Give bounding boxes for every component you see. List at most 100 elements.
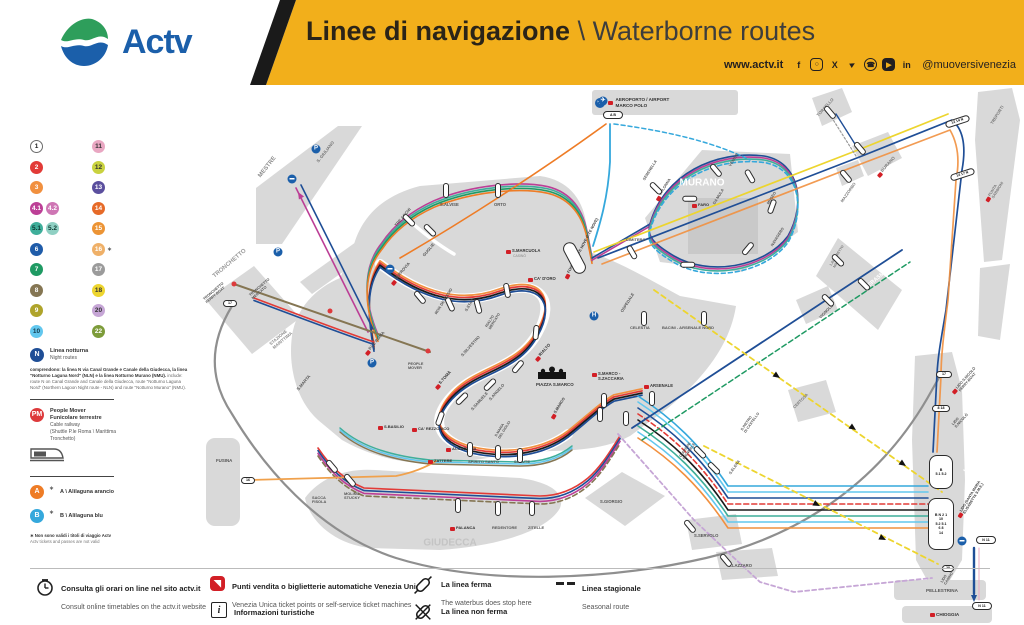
social-handle: @muoversivenezia bbox=[922, 58, 1016, 71]
timetables-legend-item: Consulta gli orari on line nel sito actv… bbox=[36, 578, 206, 614]
timetables-en: Consult online timetables on the actv.it… bbox=[61, 604, 207, 611]
seasonal-legend-item: Linea stagionale Seasonal route bbox=[556, 578, 641, 614]
line-badge-16: 16 bbox=[92, 242, 105, 256]
line-badge-13: 13 bbox=[92, 181, 105, 194]
line-badge-8: 8 bbox=[30, 283, 43, 297]
legend-line-row: 10 bbox=[30, 324, 62, 338]
stop-en: The waterbus does stop here bbox=[441, 600, 532, 607]
legend-line-row: 3 bbox=[30, 181, 62, 194]
line-badge-5.1: 5.1 bbox=[30, 222, 43, 235]
venezia-unica-icon: ◥ bbox=[210, 576, 225, 591]
social-bar: www.actv.it f ○ X ▸ ☎ ▶ in @muoversivenezia bbox=[724, 58, 1016, 71]
bottom-divider bbox=[30, 568, 990, 569]
legend-line-row: 20 bbox=[92, 304, 112, 317]
night-title-en: Night routes bbox=[50, 354, 77, 361]
line-badge-9: 9 bbox=[30, 304, 43, 317]
title-english: \ Waterborne routes bbox=[570, 16, 816, 46]
tickets-legend-item: ◥ Punti vendita o biglietterie automatic… bbox=[210, 576, 424, 612]
waterbus-no-stop-icon bbox=[415, 604, 431, 620]
legend-line-row: 11 bbox=[92, 140, 112, 153]
pm-sub-en: Cable railway bbox=[50, 421, 81, 428]
tickets-it: Punti vendita o biglietterie automatiche… bbox=[232, 582, 425, 591]
whatsapp-icon[interactable]: ☎ bbox=[864, 58, 878, 71]
alilaguna-a-label: A \ Alilaguna arancio bbox=[60, 489, 115, 496]
legend-line-row: 22 bbox=[92, 324, 112, 338]
line-badge-10: 10 bbox=[30, 324, 43, 338]
seasonal-dash-icon bbox=[556, 582, 575, 585]
line-badge-5.2: 5.2 bbox=[46, 222, 59, 235]
pm-title: People Mover bbox=[50, 407, 86, 414]
line-badge-12: 12 bbox=[92, 160, 105, 174]
asterisk: ∗ bbox=[49, 510, 55, 517]
legend-line-row: 8 bbox=[30, 283, 62, 297]
line-badge-7: 7 bbox=[30, 263, 43, 276]
venezia-unica-icon bbox=[608, 100, 613, 105]
line-badge-2: 2 bbox=[30, 160, 43, 174]
pm-sub-it: Funicolare terrestre bbox=[50, 414, 102, 421]
line-badge-18: 18 bbox=[92, 283, 105, 297]
seasonal-arrows bbox=[298, 192, 977, 602]
airport-label-line1: AEROPORTO / AIRPORT bbox=[615, 96, 670, 102]
info-it: Informazioni turistiche bbox=[234, 608, 315, 617]
bottom-legend: Consulta gli orari on line nel sito actv… bbox=[0, 568, 1024, 625]
route-lines bbox=[213, 113, 980, 601]
tickets-en: Venezia Unica ticket points or self-serv… bbox=[232, 602, 412, 609]
people-mover-legend: PM People Mover Funicolare terrestre Cab… bbox=[30, 407, 195, 444]
line-badge-6: 6 bbox=[30, 242, 43, 256]
stop-it: La linea ferma bbox=[441, 580, 492, 589]
line-badge-20: 20 bbox=[92, 304, 105, 317]
legend-line-row: 13 bbox=[92, 181, 112, 194]
info-icon: i bbox=[211, 602, 227, 618]
legend-footnote: ∗ Non sono validi i titoli di viaggio Ac… bbox=[30, 533, 195, 545]
legend-line-row: 2 bbox=[30, 160, 62, 174]
actv-logo-icon bbox=[59, 17, 109, 67]
linkedin-icon[interactable]: in bbox=[902, 59, 911, 70]
night-body-it: comprendono: la linea N via Canal Grande… bbox=[30, 366, 188, 378]
header: Actv Linee di navigazione \ Waterborne r… bbox=[0, 0, 1024, 85]
legend-line-row: 6 bbox=[30, 242, 62, 256]
nostop-it: La linea non ferma bbox=[441, 607, 508, 616]
facebook-icon[interactable]: f bbox=[797, 59, 801, 70]
page-title: Linee di navigazione \ Waterborne routes bbox=[306, 16, 815, 47]
pm-note: (Shuttle P.le Roma \ Marittima Tronchett… bbox=[50, 428, 117, 443]
legend-line-row: 14 bbox=[92, 201, 112, 215]
legend-line-row: 18 bbox=[92, 283, 112, 297]
youtube-icon[interactable]: ▶ bbox=[882, 58, 896, 71]
line-badge-4.2: 4.2 bbox=[46, 201, 59, 215]
actv-logo: Actv bbox=[58, 16, 193, 68]
alilaguna-b-legend: B ∗ B \ Alilaguna blu bbox=[30, 509, 195, 524]
footnote-en: Actv tickets and passes are not valid bbox=[30, 539, 100, 545]
legend-divider bbox=[30, 476, 114, 478]
landmasses bbox=[206, 88, 1020, 623]
header-yellow-band bbox=[266, 0, 1024, 85]
night-lines-legend: N Linea notturna Night routes bbox=[30, 347, 195, 362]
footnote-it: ∗ Non sono validi i titoli di viaggio Ac… bbox=[30, 533, 112, 539]
alilaguna-b-label: B \ Alilaguna blu bbox=[60, 513, 103, 520]
tourist-info-legend-item: i Informazioni turistiche Tourist inform… bbox=[211, 602, 314, 625]
legend-divider bbox=[30, 398, 114, 400]
legend-line-row: 16∗ bbox=[92, 242, 112, 256]
seasonal-it: Linea stagionale bbox=[582, 584, 641, 593]
legend-line-row: 12 bbox=[92, 160, 112, 174]
title-italian: Linee di navigazione bbox=[306, 16, 571, 46]
legend-line-row: 1 bbox=[30, 140, 62, 153]
website-link[interactable]: www.actv.it bbox=[723, 58, 784, 71]
telegram-icon[interactable]: ▸ bbox=[848, 58, 857, 70]
basilica-icon bbox=[538, 366, 566, 379]
instagram-icon[interactable]: ○ bbox=[810, 58, 824, 71]
brand-name: Actv bbox=[122, 22, 193, 61]
social-icons: f ○ X ▸ ☎ ▶ in bbox=[792, 58, 913, 71]
line-badge-17: 17 bbox=[92, 263, 105, 276]
night-lines-description: comprendono: la linea N via Canal Grande… bbox=[30, 367, 188, 391]
legend-line-row: 15 bbox=[92, 222, 112, 235]
line-badge-14: 14 bbox=[92, 201, 105, 215]
line-badge-4.1: 4.1 bbox=[30, 201, 43, 215]
legend-lines-col2: 11 12 13 14 15 16∗ 17 18 20 22 bbox=[92, 140, 112, 338]
x-icon[interactable]: X bbox=[831, 59, 838, 70]
alilaguna-a-badge: A bbox=[30, 485, 44, 500]
